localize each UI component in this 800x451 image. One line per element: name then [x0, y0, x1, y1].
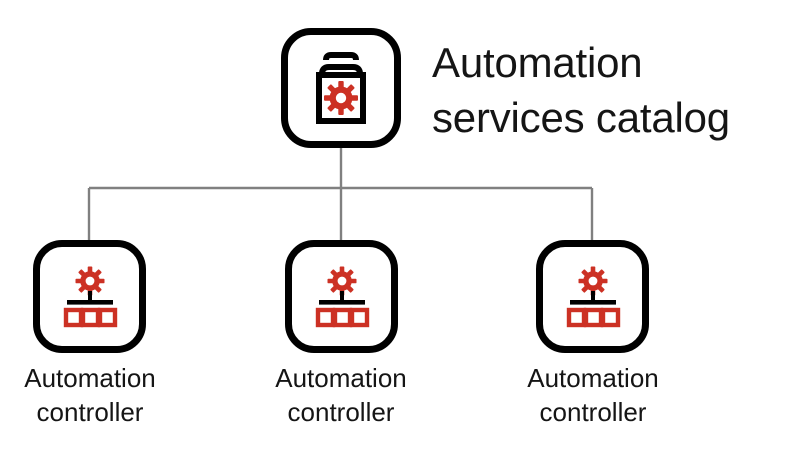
- automation-controller-icon: [40, 247, 139, 346]
- node-label-automation-controller-1: Automation controller: [24, 363, 156, 427]
- node-automation-controller-3[interactable]: [536, 240, 649, 353]
- node-label-automation-controller-2: Automation controller: [275, 363, 407, 427]
- automation-controller-icon: [292, 247, 391, 346]
- diagram-title: Automation services catalog: [432, 39, 730, 141]
- automation-controller-icon: [543, 247, 642, 346]
- services-catalog-icon: [288, 35, 394, 141]
- node-automation-services-catalog[interactable]: [281, 28, 401, 148]
- node-automation-controller-1[interactable]: [33, 240, 146, 353]
- node-label-automation-controller-3: Automation controller: [527, 363, 659, 427]
- node-automation-controller-2[interactable]: [285, 240, 398, 353]
